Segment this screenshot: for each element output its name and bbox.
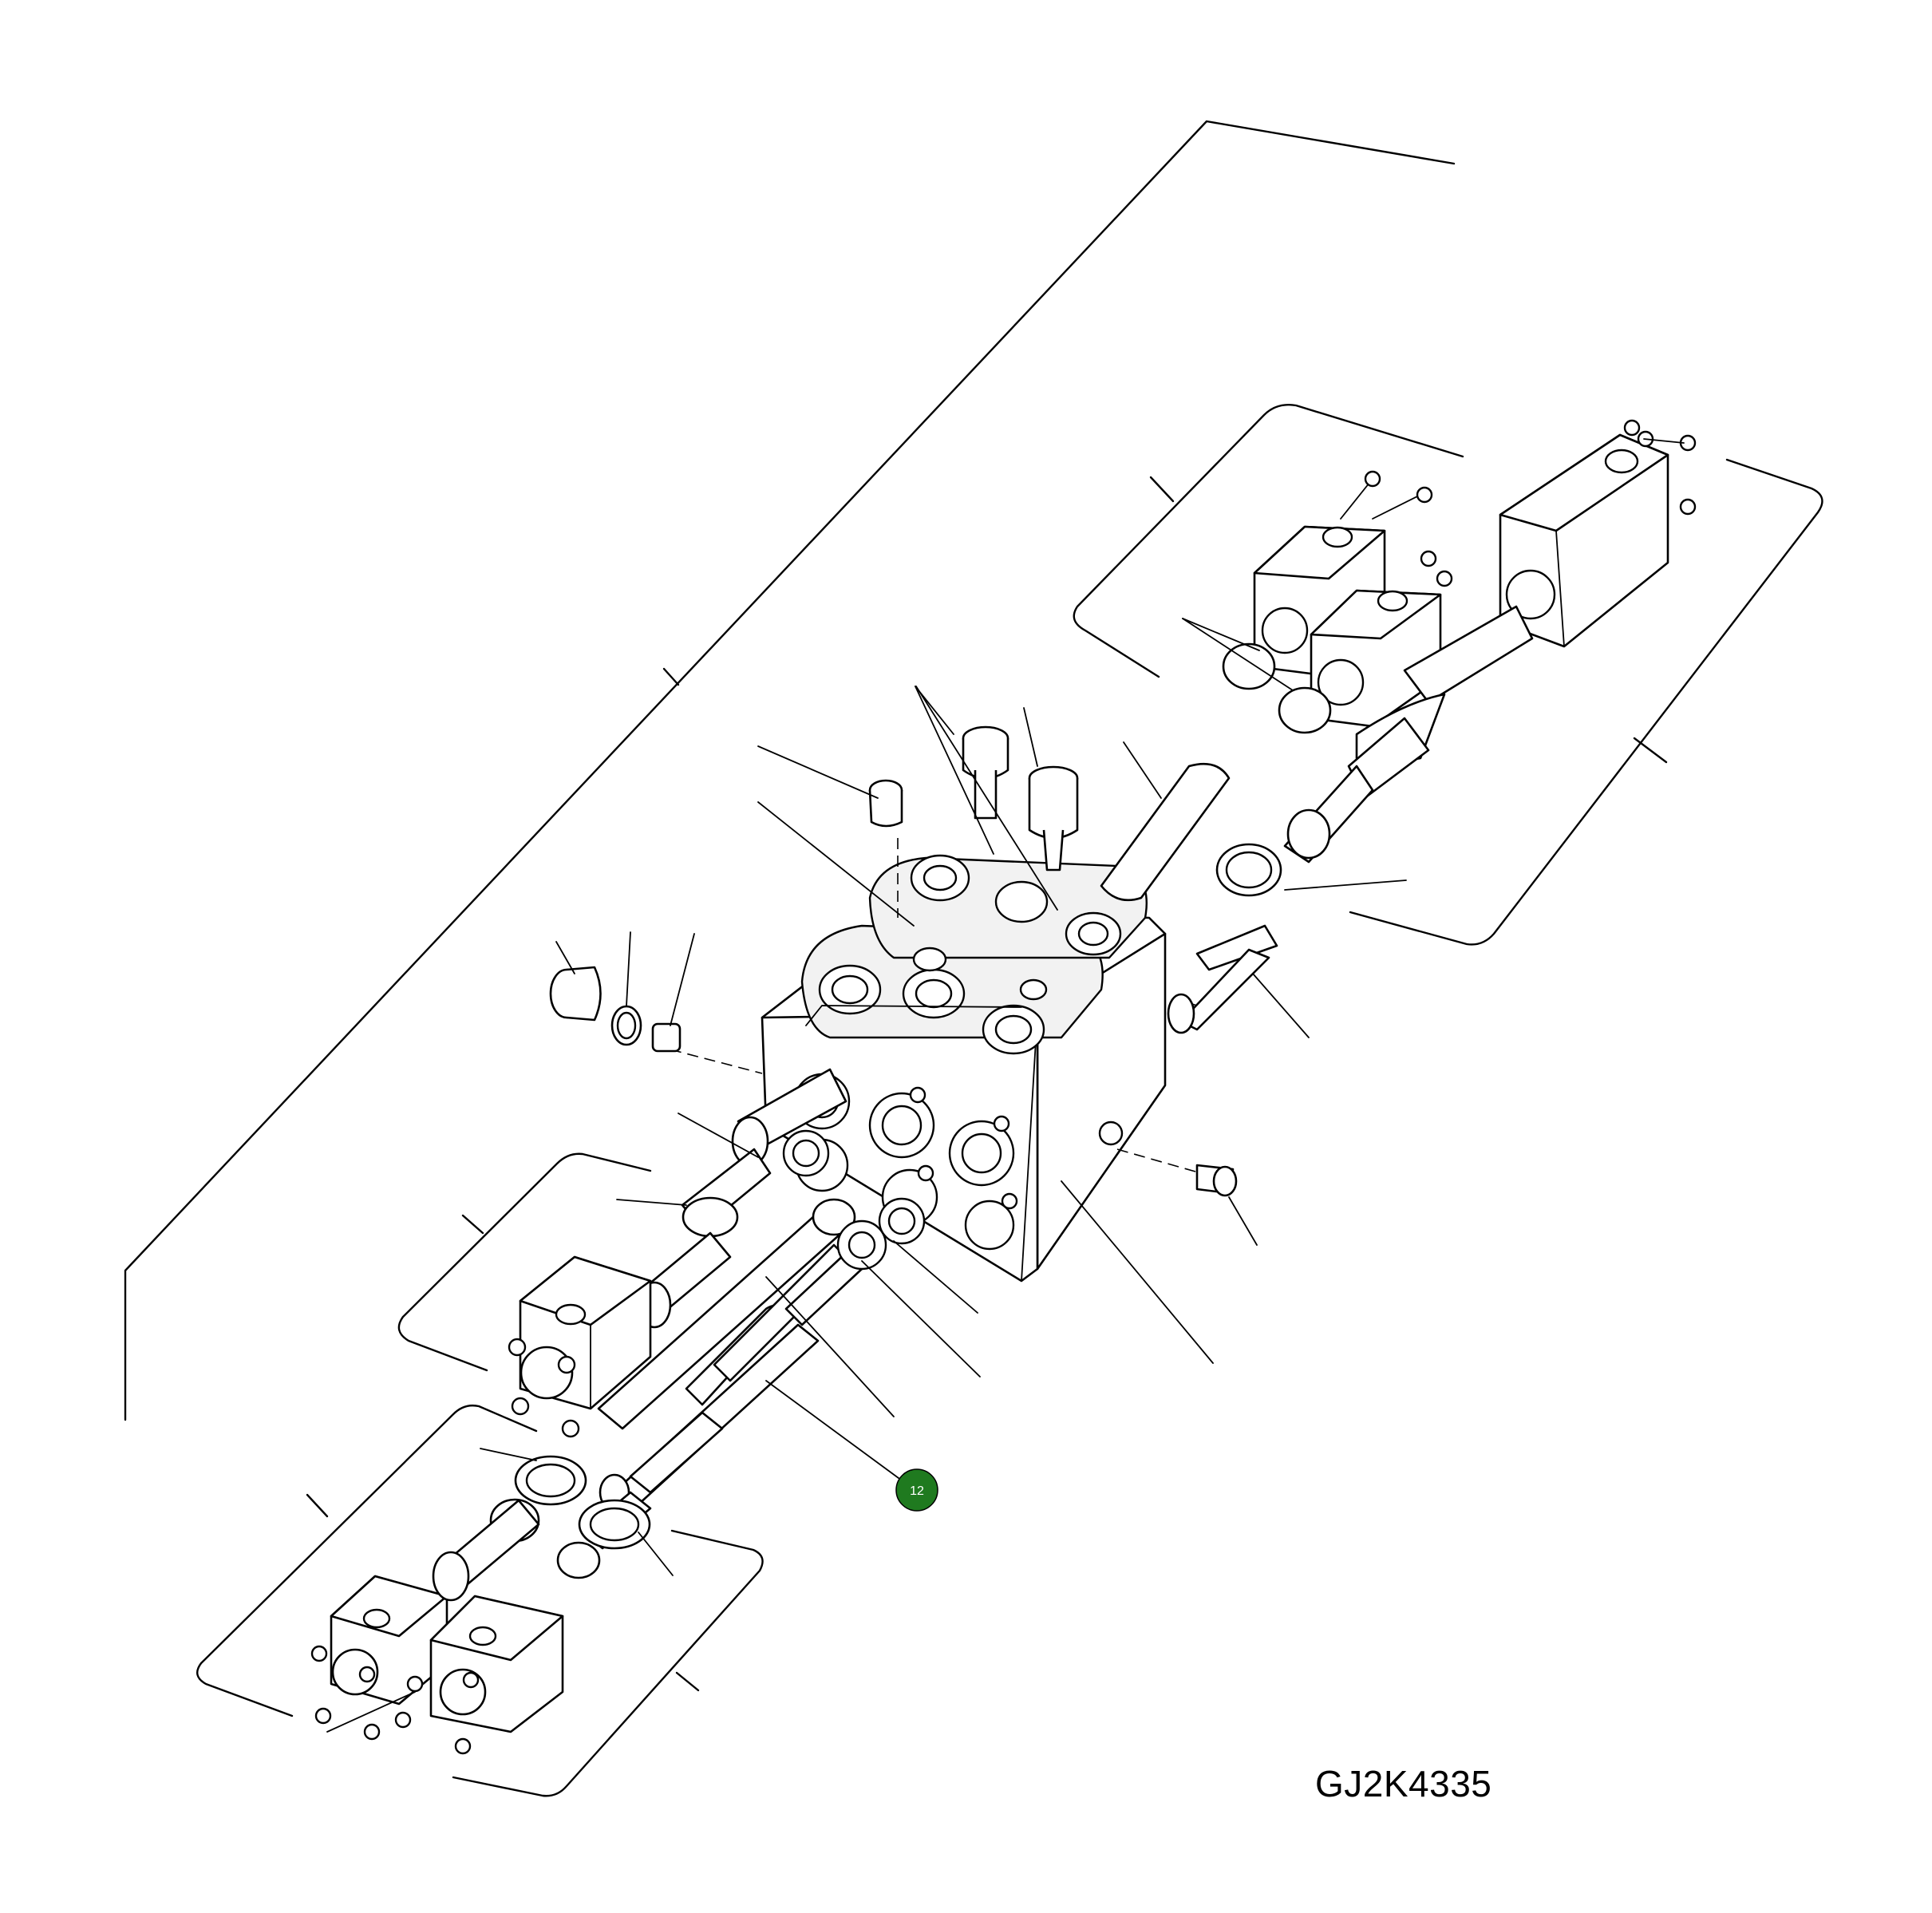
bottom-left-actuator-housings (310, 1575, 564, 1755)
right-actuator-housing (1499, 419, 1697, 648)
bottom-left-subassembly-bracket (196, 1404, 764, 1797)
callout-12-label: 12 (910, 1484, 924, 1498)
middle-left-actuator-housing (508, 1255, 652, 1438)
middle-left-subassembly-bracket (397, 1152, 652, 1372)
leader-lines (480, 618, 1407, 1576)
bottom-left-springs-seals (432, 1455, 651, 1602)
callout-12[interactable]: 12 (895, 1468, 938, 1512)
drawing-code: GJ2K4335 (1315, 1763, 1492, 1804)
main-assembly-bracket (124, 120, 1456, 1421)
upper-right-subassembly-bracket (1073, 404, 1823, 946)
left-plug-seals (549, 966, 1238, 1197)
callout-12-circle[interactable] (895, 1468, 938, 1512)
upper-right-spool (1215, 605, 1534, 897)
relief-valve-cartridges (868, 725, 1278, 1034)
